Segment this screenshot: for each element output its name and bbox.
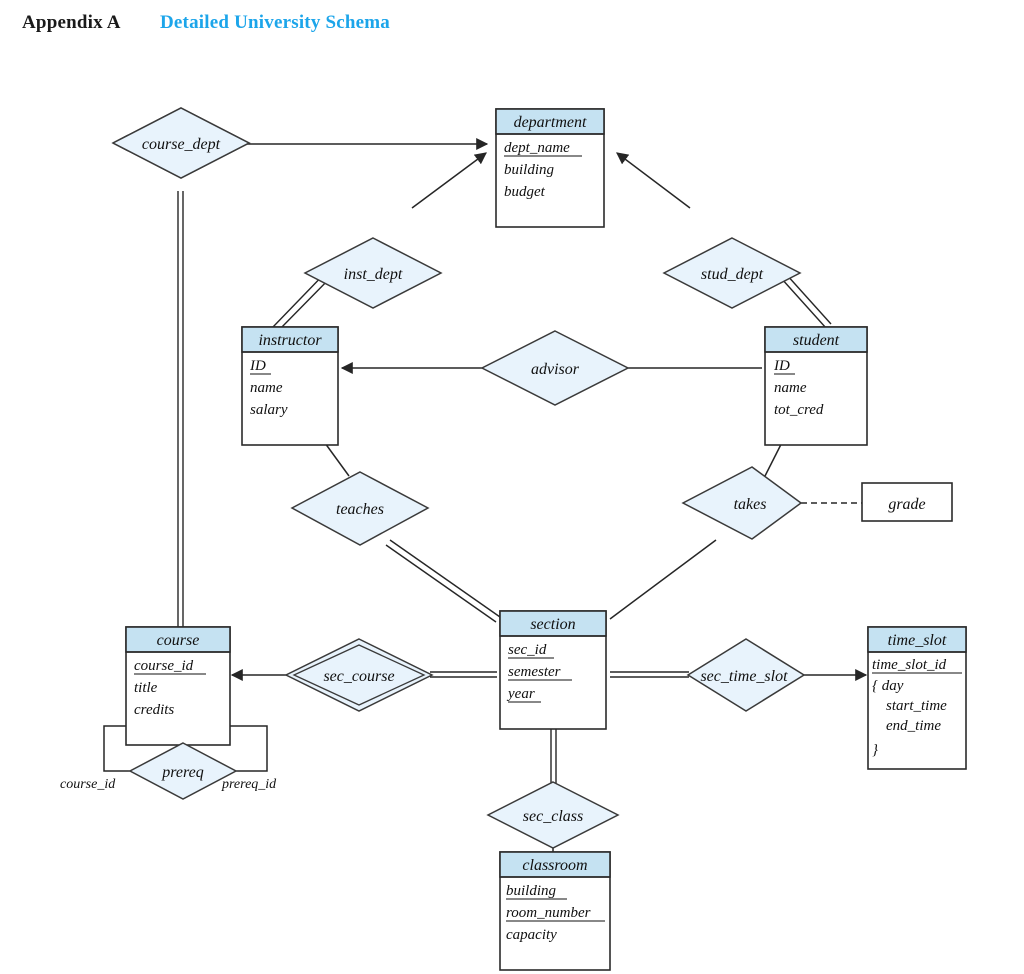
- entity-classroom-attr-capacity: capacity: [506, 927, 557, 943]
- edge-course-to-prereq-left: [103, 725, 130, 772]
- role-label-course-id: course_id: [60, 777, 116, 792]
- relationship-takes-label: takes: [734, 496, 767, 513]
- entity-instructor[interactable]: instructor ID name salary: [241, 326, 339, 446]
- entity-section-attr-year: year: [506, 686, 535, 702]
- page-header: Appendix A Detailed University Schema: [0, 0, 1024, 56]
- entity-time-slot-title: time_slot: [888, 632, 947, 649]
- entity-section-attr-sec-id: sec_id: [508, 642, 547, 658]
- role-label-prereq-id: prereq_id: [221, 777, 277, 792]
- relationship-sec-class-label: sec_class: [523, 808, 583, 825]
- relationship-sec-course-label: sec_course: [323, 668, 394, 685]
- entity-department-attr-dept-name: dept_name: [504, 140, 570, 156]
- entity-course-title: course: [157, 632, 200, 649]
- relationship-teaches[interactable]: teaches: [290, 471, 430, 546]
- entity-instructor-attr-name: name: [250, 380, 283, 396]
- edge-teaches-to-section-b: [385, 544, 497, 623]
- relationship-takes[interactable]: takes: [681, 466, 803, 540]
- entity-classroom-attr-room-number: room_number: [506, 905, 591, 921]
- relationship-stud-dept-label: stud_dept: [701, 266, 764, 283]
- relationship-course-dept-label: course_dept: [142, 136, 221, 153]
- relationship-sec-class[interactable]: sec_class: [486, 781, 620, 849]
- entity-department-title: department: [514, 114, 587, 131]
- attribute-grade-label: grade: [888, 496, 925, 513]
- entity-instructor-attr-salary: salary: [250, 402, 288, 418]
- entity-classroom-title: classroom: [522, 857, 587, 874]
- attribute-grade[interactable]: grade: [861, 482, 953, 522]
- relationship-prereq-label: prereq: [161, 764, 203, 781]
- entity-instructor-attr-id: ID: [249, 358, 266, 374]
- entity-time-slot-attr-end-time: end_time: [886, 718, 941, 734]
- entity-section-attr-semester: semester: [508, 664, 561, 680]
- entity-time-slot-attr-time-slot-id: time_slot_id: [872, 657, 947, 673]
- relationship-sec-course[interactable]: sec_course: [284, 638, 434, 712]
- entity-student-attr-tot-cred: tot_cred: [774, 402, 824, 418]
- relationship-inst-dept-label: inst_dept: [344, 266, 403, 283]
- relationship-stud-dept[interactable]: stud_dept: [662, 237, 802, 309]
- entity-student-title: student: [793, 332, 840, 349]
- relationship-sec-time-slot[interactable]: sec_time_slot: [686, 638, 806, 712]
- edge-takes-to-section: [609, 539, 717, 620]
- entity-section-title: section: [530, 616, 575, 633]
- edge-teaches-to-section-a: [389, 539, 501, 618]
- entity-department-attr-building: building: [504, 162, 555, 178]
- entity-student[interactable]: student ID name tot_cred: [764, 326, 868, 446]
- entity-instructor-title: instructor: [258, 332, 322, 349]
- relationship-advisor[interactable]: advisor: [480, 330, 630, 406]
- entity-course-attr-course-id: course_id: [134, 658, 194, 674]
- relationship-prereq[interactable]: prereq: [128, 742, 238, 800]
- relationship-sec-time-slot-label: sec_time_slot: [700, 668, 788, 685]
- er-diagram: department dept_name building budget ins…: [0, 56, 1024, 974]
- entity-time-slot[interactable]: time_slot time_slot_id { day start_time …: [867, 626, 967, 770]
- entity-course-attr-credits: credits: [134, 702, 174, 718]
- entity-classroom[interactable]: classroom building room_number capacity: [499, 851, 611, 971]
- relationship-teaches-label: teaches: [336, 501, 384, 518]
- relationship-inst-dept[interactable]: inst_dept: [303, 237, 443, 309]
- entity-time-slot-attr-start-time: start_time: [886, 698, 947, 714]
- edge-course-to-prereq-right: [230, 725, 268, 772]
- entity-course[interactable]: course course_id title credits: [125, 626, 231, 746]
- entity-student-attr-name: name: [774, 380, 807, 396]
- page-title: Detailed University Schema: [160, 12, 390, 33]
- entity-department[interactable]: department dept_name building budget: [495, 108, 605, 228]
- entity-time-slot-attr-brace-close: }: [872, 742, 878, 758]
- relationship-advisor-label: advisor: [531, 361, 580, 378]
- entity-student-attr-id: ID: [773, 358, 790, 374]
- edge-inst-dept-to-department: [411, 152, 487, 209]
- entity-time-slot-attr-day: { day: [872, 678, 904, 694]
- appendix-label: Appendix A: [22, 12, 121, 33]
- entity-classroom-attr-building: building: [506, 883, 557, 899]
- entity-department-attr-budget: budget: [504, 184, 546, 200]
- edge-stud-dept-to-department: [616, 152, 691, 209]
- entity-section[interactable]: section sec_id semester year: [499, 610, 607, 730]
- relationship-course-dept[interactable]: course_dept: [111, 107, 251, 179]
- entity-course-attr-title: title: [134, 680, 158, 696]
